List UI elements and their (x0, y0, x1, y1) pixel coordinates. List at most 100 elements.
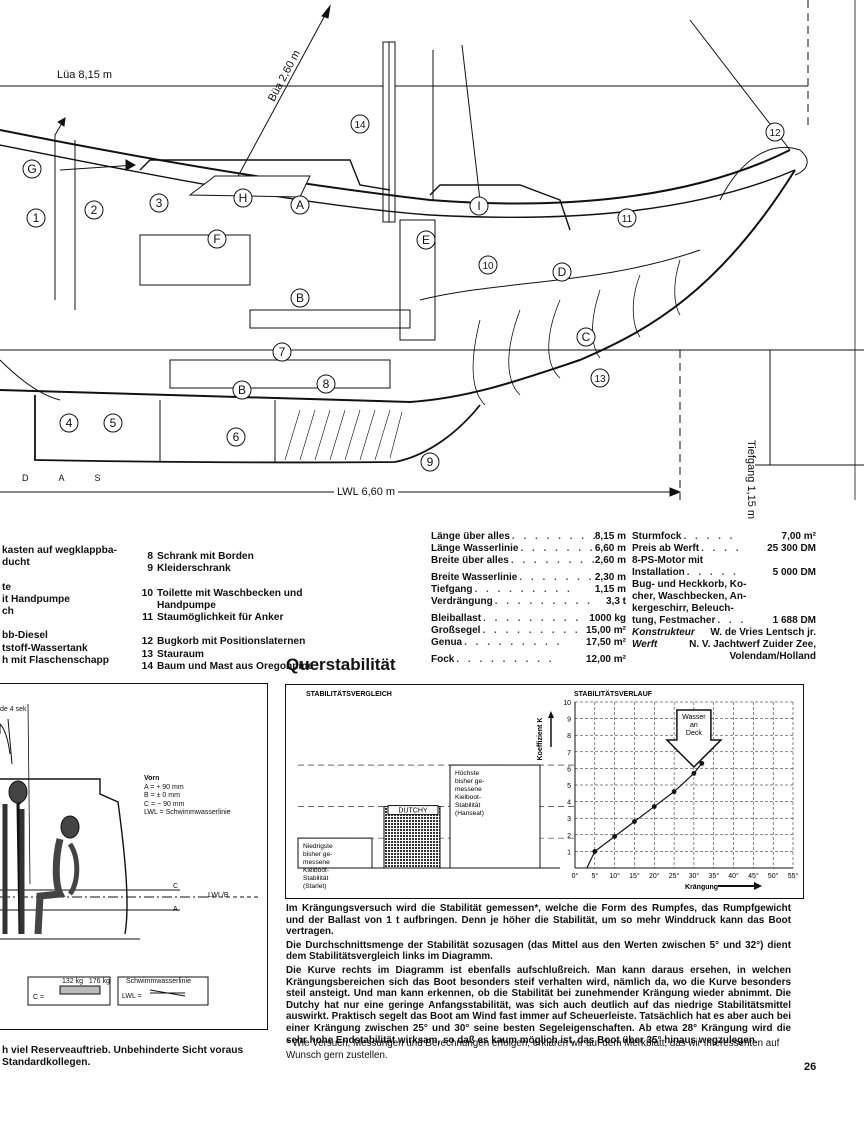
svg-text:14: 14 (354, 120, 366, 131)
svg-text:C: C (582, 330, 591, 344)
annotation-text: an (690, 722, 698, 729)
bar-label: Stabilität (303, 875, 328, 882)
y-tick-label: 3 (567, 816, 571, 823)
x-tick-label: 55° (788, 872, 799, 880)
y-tick-label: 10 (563, 700, 571, 707)
svg-text:F: F (213, 232, 220, 246)
spec-label: Länge Wasserlinie (431, 543, 519, 554)
x-tick-label: 50° (768, 872, 779, 880)
spec-dots: . . . . . . . . . (494, 596, 593, 607)
extras-value: 1 688 DM (772, 615, 816, 626)
callout-I: I (469, 196, 489, 216)
legend-number: 10 (141, 587, 153, 599)
footnote: * Wie Versuch, Messungen und Berechnunge… (286, 1038, 780, 1061)
legend-text (157, 624, 160, 636)
legend-item: 12 Bugkorb mit Positionslaternen (139, 636, 329, 648)
callout-3: 3 (149, 193, 169, 213)
page-number: 26 (804, 1061, 817, 1073)
vorn-b: B = ± 0 mm (144, 792, 180, 799)
dim-loa-label: Lüa 8,15 m (55, 69, 115, 81)
spec-row: Fock. . . . . . . . .12,00 m² (431, 654, 626, 666)
callout-7: 7 (272, 342, 292, 362)
weights-label: 132 kg 176 kg (62, 978, 110, 985)
vorn-lwl: LWL = Schwimmwasserlinie (144, 809, 231, 816)
specs-table-right: Sturmfock . . . . . 7,00 m² Preis ab Wer… (632, 531, 816, 662)
bar-label: (Hanseat) (455, 810, 484, 817)
spec-dots: . . . . . . . . . (520, 543, 594, 554)
spec-dots: . . . . . . . . . (474, 584, 573, 595)
x-tick-label: 15° (629, 872, 640, 880)
svg-text:3: 3 (156, 196, 163, 210)
spec-value: 6,60 m (594, 543, 626, 554)
legend-text: Kleiderschrank (157, 563, 231, 575)
bar (449, 764, 541, 869)
svg-text:D: D (558, 265, 567, 279)
hull-lettering: D A S (22, 473, 115, 483)
legend-text: Bugkorb mit Positionslaternen (157, 636, 306, 648)
y-tick-label: 7 (567, 750, 571, 757)
svg-text:9: 9 (427, 455, 434, 469)
extras-label: tung, Festmacher (632, 615, 716, 626)
werft-value: N. V. Jachtwerf Zuider Zee, (689, 639, 816, 650)
svg-text:4: 4 (66, 416, 73, 430)
spec-row: Länge Wasserlinie. . . . . . . . .6,60 m (431, 543, 626, 555)
x-axis-label: Krängung (685, 884, 718, 891)
y-tick-label: 2 (567, 833, 571, 840)
spec-dots: . . . . . . . . . (482, 625, 581, 636)
legend-number: 13 (141, 648, 153, 660)
konstrukteur-value: W. de Vries Lentsch jr. (710, 627, 816, 638)
x-tick-label: 0° (572, 872, 579, 880)
bar-label: Stabilität (455, 802, 480, 809)
bottom-left-text: h viel Reserveauftrieb. Unbehinderte Sic… (2, 1045, 244, 1068)
x-tick-label: 5° (591, 872, 598, 880)
legend-number: 11 (142, 612, 153, 624)
legend-item: Handpumpe (139, 600, 329, 612)
legend-item (2, 569, 142, 581)
callout-C: C (576, 327, 596, 347)
legend-number: 8 (147, 551, 153, 562)
spec-label: Breite über alles (431, 555, 509, 566)
y-axis-arrow-head (548, 711, 554, 718)
y-axis-label: Koeffizient K (537, 718, 544, 761)
body-text: Im Krängungsversuch wird die Stabilität … (286, 903, 791, 1048)
callout-14: 14 (350, 114, 370, 134)
label-c: C (173, 883, 179, 890)
legend-item: kasten auf wegklappba- (2, 545, 142, 557)
spec-label: Länge über alles (431, 531, 510, 542)
callout-13: 13 (590, 368, 610, 388)
legend-item: te (2, 582, 142, 594)
y-tick-label: 9 (567, 717, 571, 724)
data-point (671, 789, 677, 795)
x-axis-arrow-head (754, 882, 762, 890)
legend-item: bb-Diesel (2, 630, 142, 642)
annotation-text: Deck (686, 730, 702, 737)
legend-text (157, 575, 160, 587)
legend-item (139, 624, 329, 636)
callout-D: D (552, 262, 572, 282)
x-tick-label: 40° (728, 872, 739, 880)
spec-dots: . . . . . . . . . (519, 572, 595, 583)
spec-value: 15,00 m² (585, 625, 626, 636)
svg-text:1: 1 (33, 211, 40, 225)
stability-curve (586, 763, 703, 869)
legend-number: 12 (141, 636, 153, 648)
spec-dots: . . . . . . . . . (464, 637, 563, 648)
legend-item: ducht (2, 557, 142, 569)
y-tick-label: 1 (567, 849, 571, 856)
spec-value: 3,3 t (605, 596, 626, 607)
svg-text:H: H (239, 191, 248, 205)
bar-label: (Starlet) (303, 883, 326, 890)
spec-label: Genua (431, 637, 463, 648)
vorn-a: A = + 90 mm (144, 783, 184, 791)
legend-text: bb-Diesel (2, 630, 48, 642)
svg-text:11: 11 (622, 214, 633, 225)
bar-dutchy (383, 806, 441, 869)
data-point (651, 804, 657, 809)
x-tick-label: 45° (748, 872, 759, 880)
